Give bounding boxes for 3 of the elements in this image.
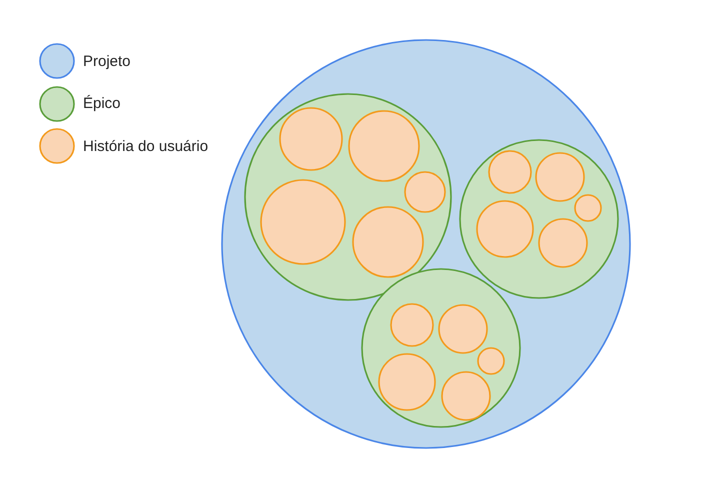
legend-label: Projeto	[83, 52, 131, 70]
legend-label: Épico	[83, 95, 121, 112]
legend-label: História do usuário	[83, 138, 208, 154]
